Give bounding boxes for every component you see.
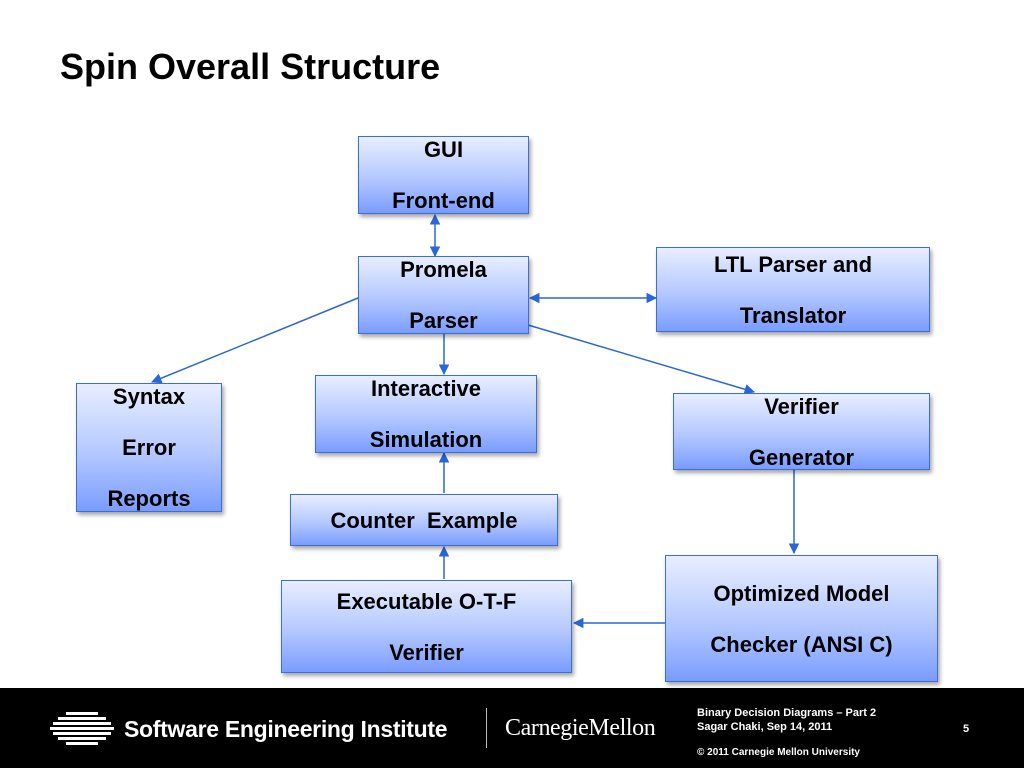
gui-frontend-box: GUI Front-end	[358, 136, 529, 214]
executable-line2: Verifier	[389, 639, 464, 665]
author-date: Sagar Chaki, Sep 14, 2011	[697, 721, 833, 733]
verifier-generator-box: Verifier Generator	[673, 393, 930, 470]
footer-divider	[486, 708, 487, 748]
counter-example-box: Counter Example	[290, 494, 558, 546]
verifier-gen-line1: Verifier	[764, 393, 839, 419]
interactive-line2: Simulation	[369, 427, 483, 452]
footer-info: Binary Decision Diagrams – Part 2 Sagar …	[697, 706, 876, 760]
gui-line1: GUI	[423, 137, 464, 162]
verifier-gen-line2: Generator	[748, 444, 855, 470]
slide-footer: Software Engineering Institute CarnegieM…	[0, 688, 1024, 768]
institute-name: Software Engineering Institute	[124, 716, 448, 742]
executable-verifier-box: Executable O-T-F Verifier	[281, 580, 572, 673]
page-number: 5	[963, 723, 970, 735]
optimized-checker-box: Optimized Model Checker (ANSI C)	[665, 555, 938, 682]
ltl-parser-box: LTL Parser and Translator	[656, 247, 930, 332]
copyright: © 2011 Carnegie Mellon University	[697, 747, 860, 758]
promela-line2: Parser	[409, 308, 478, 333]
arrow-promela-verifier-generator	[527, 324, 756, 395]
syntax-error-box: Syntax Error Reports	[76, 383, 222, 512]
syntax-line2: Error	[122, 435, 176, 460]
optimized-line1: Optimized Model	[713, 580, 890, 606]
gui-line2: Front-end	[392, 188, 495, 213]
interactive-simulation-box: Interactive Simulation	[315, 375, 537, 453]
syntax-line1: Syntax	[112, 384, 186, 409]
executable-line1: Executable O-T-F	[336, 588, 517, 614]
sei-striped-globe-icon	[50, 712, 114, 745]
ltl-line1: LTL Parser and	[713, 251, 873, 277]
optimized-line2: Checker (ANSI C)	[710, 631, 893, 657]
university-name: CarnegieMellon	[505, 715, 656, 741]
promela-line1: Promela	[400, 257, 487, 282]
deck-title: Binary Decision Diagrams – Part 2	[697, 707, 877, 719]
slide-title: Spin Overall Structure	[60, 46, 441, 87]
syntax-line3: Reports	[107, 486, 191, 511]
promela-parser-box: Promela Parser	[358, 256, 529, 334]
interactive-line1: Interactive	[370, 376, 482, 401]
arrow-promela-syntax	[151, 297, 359, 384]
ltl-line2: Translator	[739, 302, 847, 328]
counter-line1: Counter Example	[330, 507, 518, 533]
